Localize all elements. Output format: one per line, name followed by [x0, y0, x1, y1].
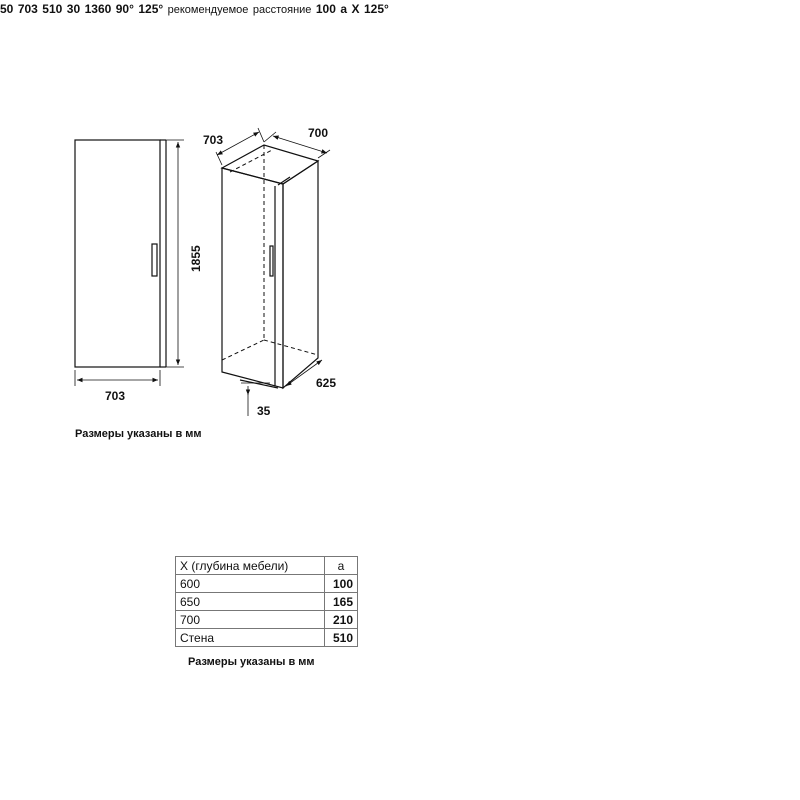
iso-side-depth-label: 625: [316, 376, 336, 390]
iso-width-label: 700: [308, 126, 328, 140]
front-view: [74, 139, 184, 386]
table-cell-depth: 600: [175, 574, 325, 593]
table-cell-depth: 650: [175, 592, 325, 611]
table-row: 700 210: [175, 610, 358, 629]
install-a-label: a: [340, 2, 348, 16]
table-header-depth: X (глубина мебели): [175, 556, 325, 575]
table-cell-depth: Стена: [175, 628, 325, 647]
table-header-row: X (глубина мебели) a: [175, 556, 358, 575]
recommended-distance-line2: расстояние: [252, 4, 312, 16]
top-total-label: 1360: [84, 2, 112, 16]
table-row: 600 100: [175, 574, 358, 593]
top-depth-label: 703: [17, 2, 38, 16]
install-x-label: X: [351, 2, 360, 16]
top-door-label: 510: [42, 2, 63, 16]
table-cell-depth: 700: [175, 610, 325, 629]
table-cell-a: 100: [324, 574, 358, 593]
top-angle-90-label: 90°: [115, 2, 134, 16]
install-gap-label: 100: [315, 2, 336, 16]
table-row: 650 165: [175, 592, 358, 611]
iso-view: [215, 127, 331, 416]
install-angle-label: 125°: [363, 2, 389, 16]
units-note-left: Размеры указаны в мм: [75, 428, 202, 440]
top-offset-label: 30: [66, 2, 81, 16]
table-cell-a: 210: [324, 610, 358, 629]
table-cell-a: 510: [324, 628, 358, 647]
top-angle-125-label: 125°: [138, 2, 164, 16]
front-width-label: 703: [105, 389, 125, 403]
table-row: Стена 510: [175, 628, 358, 647]
recommended-distance-line1: рекомендуемое: [167, 4, 249, 16]
top-clearance-label: 50: [0, 2, 14, 16]
depth-table: X (глубина мебели) a 600 100 650 165 700…: [175, 556, 358, 647]
iso-base-label: 35: [257, 404, 271, 418]
table-cell-a: 165: [324, 592, 358, 611]
front-height-label: 1855: [189, 245, 203, 272]
iso-depth-label: 703: [203, 133, 223, 147]
units-note-bottom: Размеры указаны в мм: [188, 656, 315, 668]
table-header-a: a: [324, 556, 358, 575]
